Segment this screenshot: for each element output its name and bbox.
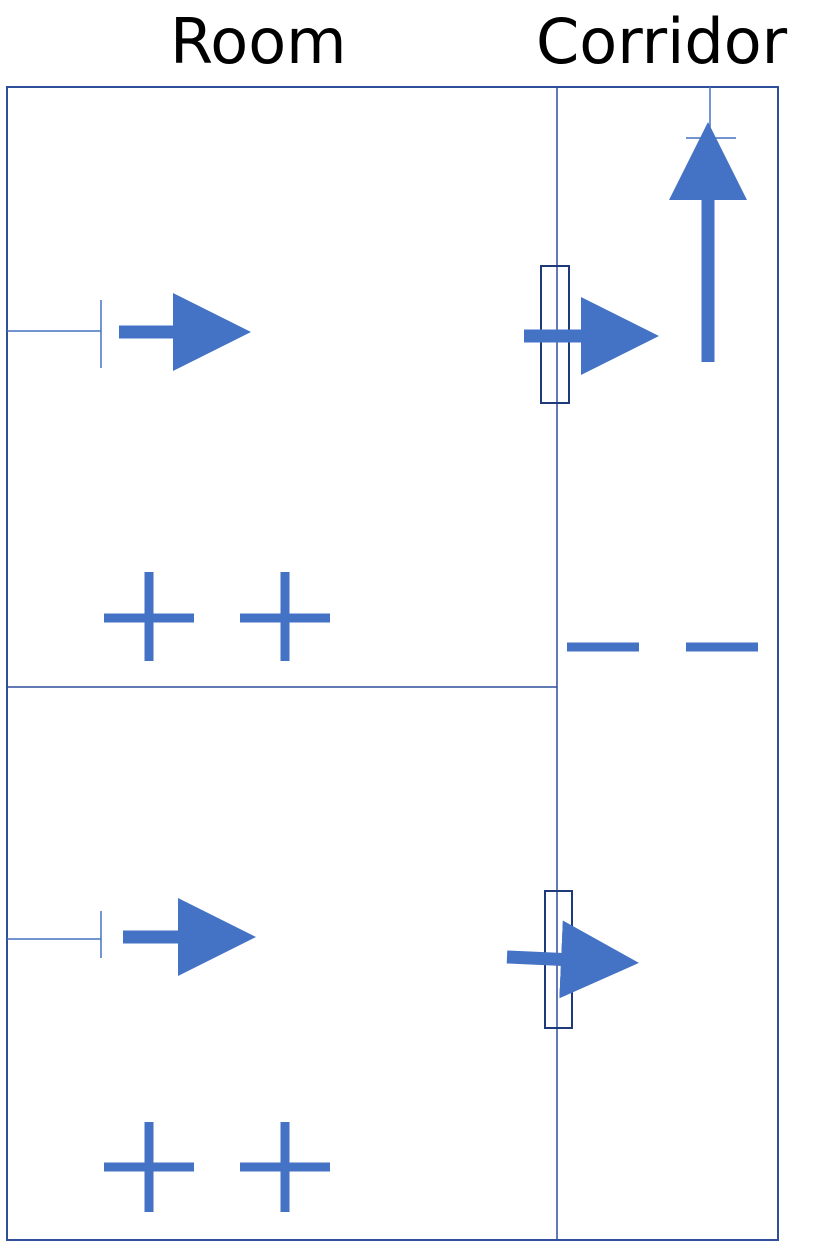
boundary-marker-icon: [686, 87, 736, 139]
plus-icon: [240, 1122, 330, 1212]
plus-icon: [104, 572, 194, 661]
plus-icon: [104, 1122, 194, 1212]
building-outline: [6, 86, 779, 1241]
plus-icon: [240, 572, 330, 661]
outer-wall: [6, 86, 779, 1241]
room-label: Room: [170, 5, 347, 78]
boundary-marker-icon: [7, 300, 102, 368]
boundary-marker-icon: [7, 911, 102, 958]
corridor-label: Corridor: [536, 5, 788, 78]
arrow-icon: [506, 920, 639, 999]
